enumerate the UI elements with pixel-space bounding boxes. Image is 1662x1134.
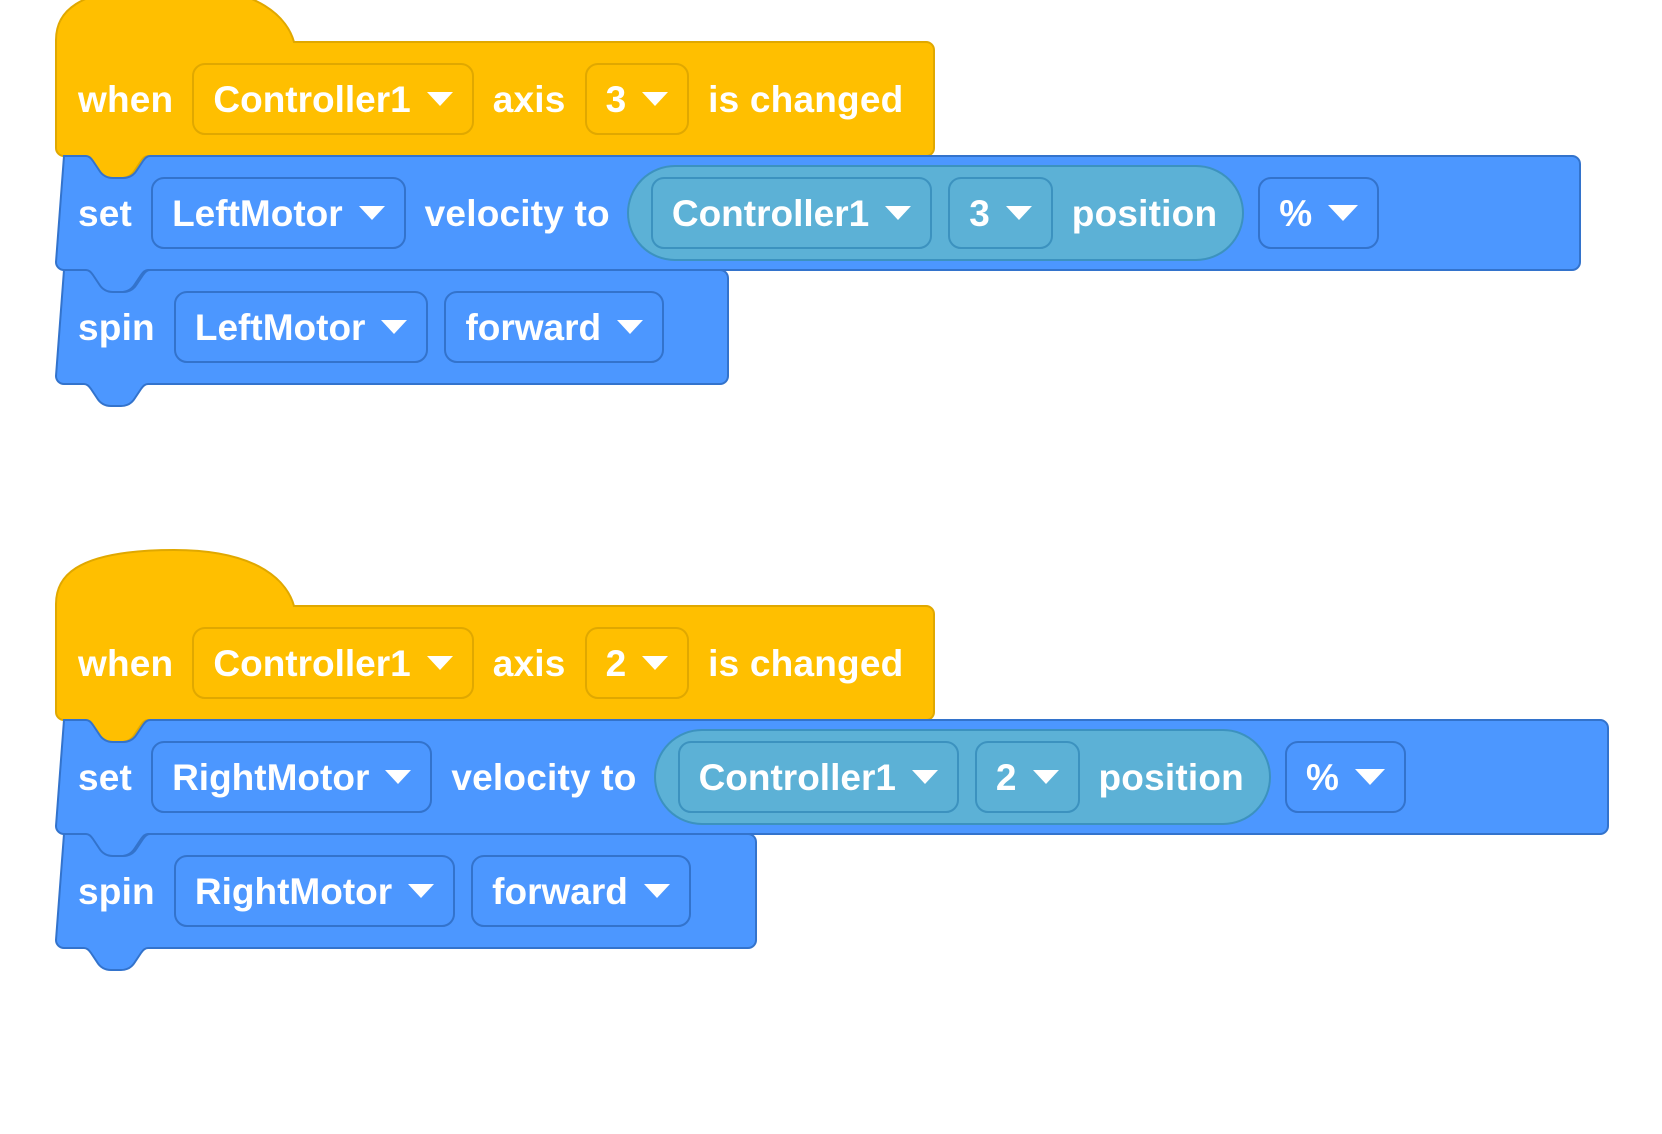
chevron-down-icon xyxy=(1005,206,1032,220)
motor-dropdown-value: RightMotor xyxy=(172,756,370,798)
controller-dropdown[interactable]: Controller1 xyxy=(650,177,933,249)
chevron-down-icon xyxy=(1032,770,1059,784)
chevron-down-icon xyxy=(426,92,453,106)
axis-dropdown[interactable]: 3 xyxy=(948,177,1053,249)
axis-dropdown-value: 3 xyxy=(969,192,990,234)
chevron-down-icon xyxy=(643,884,670,898)
block-label: position xyxy=(1098,756,1244,798)
controller-dropdown-value: Controller1 xyxy=(671,192,870,234)
direction-dropdown[interactable]: forward xyxy=(444,291,665,363)
controller-axis-position-reporter[interactable]: Controller1 2 position xyxy=(653,729,1271,825)
axis-dropdown-value: 2 xyxy=(995,756,1017,798)
direction-dropdown-value: forward xyxy=(492,870,628,912)
chevron-down-icon xyxy=(642,92,669,106)
axis-dropdown-value: 3 xyxy=(605,78,627,120)
units-dropdown[interactable]: % xyxy=(1284,741,1406,813)
chevron-down-icon xyxy=(911,770,938,784)
chevron-down-icon xyxy=(385,770,412,784)
controller-dropdown-value: Controller1 xyxy=(213,78,411,120)
controller-axis-position-reporter[interactable]: Controller1 3 position xyxy=(626,165,1245,261)
chevron-down-icon xyxy=(1354,769,1385,785)
controller-dropdown-value: Controller1 xyxy=(213,642,411,684)
direction-dropdown-value: forward xyxy=(465,306,602,348)
chevron-down-icon xyxy=(358,206,385,220)
units-dropdown-value: % xyxy=(1279,192,1313,234)
motor-dropdown-value: RightMotor xyxy=(194,870,393,912)
motor-dropdown-value: LeftMotor xyxy=(172,192,343,234)
axis-dropdown[interactable]: 2 xyxy=(974,741,1080,813)
direction-dropdown[interactable]: forward xyxy=(471,855,691,927)
controller-dropdown-value: Controller1 xyxy=(698,756,896,798)
block-label: position xyxy=(1071,192,1218,234)
chevron-down-icon xyxy=(617,320,644,334)
chevron-down-icon xyxy=(642,656,669,670)
axis-dropdown[interactable]: 3 xyxy=(584,63,690,135)
chevron-down-icon xyxy=(885,206,912,220)
motor-dropdown-value: LeftMotor xyxy=(194,306,366,348)
axis-dropdown-value: 2 xyxy=(605,642,627,684)
units-dropdown-value: % xyxy=(1305,756,1339,798)
motor-dropdown[interactable]: RightMotor xyxy=(173,855,456,927)
controller-dropdown[interactable]: Controller1 xyxy=(192,627,474,699)
controller-dropdown[interactable]: Controller1 xyxy=(192,63,474,135)
controller-dropdown[interactable]: Controller1 xyxy=(677,741,959,813)
motor-dropdown[interactable]: RightMotor xyxy=(151,741,433,813)
chevron-down-icon xyxy=(408,884,435,898)
axis-dropdown[interactable]: 2 xyxy=(584,627,690,699)
motor-dropdown[interactable]: LeftMotor xyxy=(151,177,406,249)
motor-dropdown[interactable]: LeftMotor xyxy=(173,291,429,363)
chevron-down-icon xyxy=(1328,205,1359,221)
chevron-down-icon xyxy=(381,320,408,334)
chevron-down-icon xyxy=(426,656,453,670)
units-dropdown[interactable]: % xyxy=(1258,177,1380,249)
